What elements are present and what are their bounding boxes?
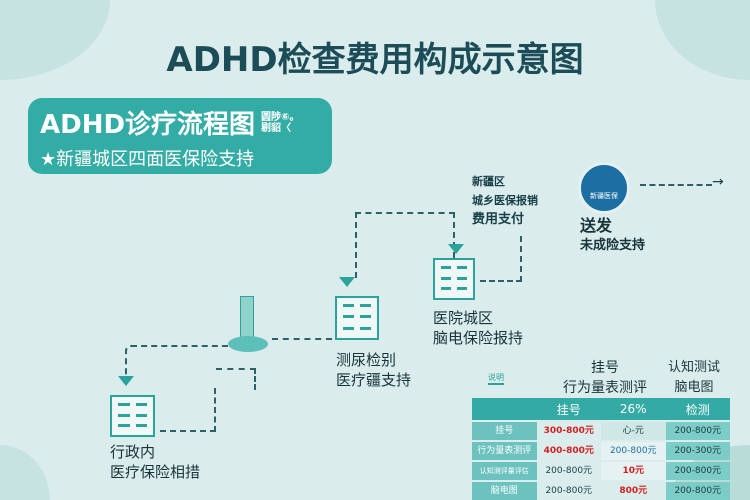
arrow-down-icon bbox=[118, 376, 134, 386]
table-top-label: 挂号行为量表测评 bbox=[550, 358, 660, 398]
node-label-hospital-bottom: 行政内医疗保险相措 bbox=[110, 442, 200, 482]
text: 200-300元 bbox=[665, 442, 730, 460]
text: 脑电图 bbox=[674, 380, 714, 395]
header-cell: 挂号 bbox=[556, 402, 581, 417]
text: 行政内 bbox=[110, 443, 156, 461]
table-header: 挂号 26% 检测 bbox=[472, 398, 730, 420]
text: 送发 bbox=[580, 216, 613, 235]
banner-subtitle: ★新疆城区四面医保险支持 bbox=[40, 149, 255, 170]
text: 200-800元 bbox=[665, 422, 730, 440]
text: 新疆区 bbox=[472, 175, 505, 188]
table-small-label: 说明 bbox=[488, 372, 504, 385]
header-cell: 检测 bbox=[685, 402, 710, 417]
connector bbox=[160, 388, 216, 432]
connector bbox=[216, 368, 256, 390]
hospital-building-icon bbox=[335, 296, 379, 340]
header-cell: 26% bbox=[619, 402, 647, 416]
connector bbox=[640, 184, 712, 186]
flow-banner: ADHD诊疗流程图圆陟⑥。 剔貂〈 ★新疆城区四面医保险支持 bbox=[28, 98, 332, 174]
table-row: 脑电图 200-800元 800元 200-800元 bbox=[472, 482, 730, 500]
text: 认知测试 bbox=[668, 360, 721, 375]
page-title: ADHD检查费用构成示意图 bbox=[166, 40, 584, 80]
text: 认知测评量评估 bbox=[472, 462, 537, 480]
decor-blob bbox=[0, 445, 50, 500]
banner-small-text: 圆陟⑥。 剔貂〈 bbox=[261, 111, 300, 134]
text: 费用支付 bbox=[472, 212, 525, 227]
text: 未成险支持 bbox=[580, 238, 646, 253]
node-label-hospital-upper: 医院城区脑电保险报持 bbox=[433, 308, 523, 348]
table-top-label: 认知测试脑电图 bbox=[668, 358, 720, 398]
text: 挂号 bbox=[591, 360, 619, 376]
node-label-logo: 送发未成险支持 bbox=[580, 216, 645, 256]
text: 脑电保险报持 bbox=[433, 329, 524, 347]
text: 200-800元 bbox=[545, 466, 593, 476]
text: 200-800元 bbox=[665, 482, 730, 500]
node-label-note-top: 新疆区城乡医保报销费用支付 bbox=[472, 172, 538, 229]
text: 脑电图 bbox=[472, 482, 537, 500]
text: 测尿检别 bbox=[336, 351, 397, 369]
node-label-hospital-mid: 测尿检别医疗疆支持 bbox=[336, 350, 411, 390]
text: 医疗疆支持 bbox=[336, 371, 412, 389]
text: 200-800元 bbox=[545, 486, 593, 496]
hospital-building-icon bbox=[110, 395, 155, 437]
connector bbox=[272, 338, 332, 340]
text: 800元 bbox=[619, 486, 648, 496]
text: 400-800元 bbox=[543, 446, 594, 456]
text: 医院城区 bbox=[433, 309, 494, 327]
text: 300-800元 bbox=[543, 426, 594, 436]
banner-title: ADHD诊疗流程图 bbox=[40, 110, 256, 140]
arrow-down-icon bbox=[448, 244, 464, 254]
insurance-logo: 新疆医保 bbox=[578, 162, 630, 214]
text: 医疗保险相措 bbox=[110, 463, 201, 481]
hospital-building-icon bbox=[433, 258, 475, 300]
tower-building-icon bbox=[228, 296, 268, 356]
text: 200-800元 bbox=[601, 442, 666, 460]
connector bbox=[480, 236, 522, 282]
text: 200-800元 bbox=[665, 462, 730, 480]
text: 行为量表测评 bbox=[563, 380, 647, 396]
text: 行为量表测评 bbox=[472, 442, 537, 460]
connector bbox=[125, 345, 245, 375]
text: 挂号 bbox=[472, 422, 537, 440]
text: 心-元 bbox=[601, 422, 666, 440]
arrow-right-icon: → bbox=[712, 174, 724, 190]
text: 新疆医保 bbox=[590, 192, 618, 200]
text: 城乡医保报销 bbox=[472, 194, 538, 207]
arrow-down-icon bbox=[339, 277, 355, 287]
text: 10元 bbox=[601, 462, 666, 480]
